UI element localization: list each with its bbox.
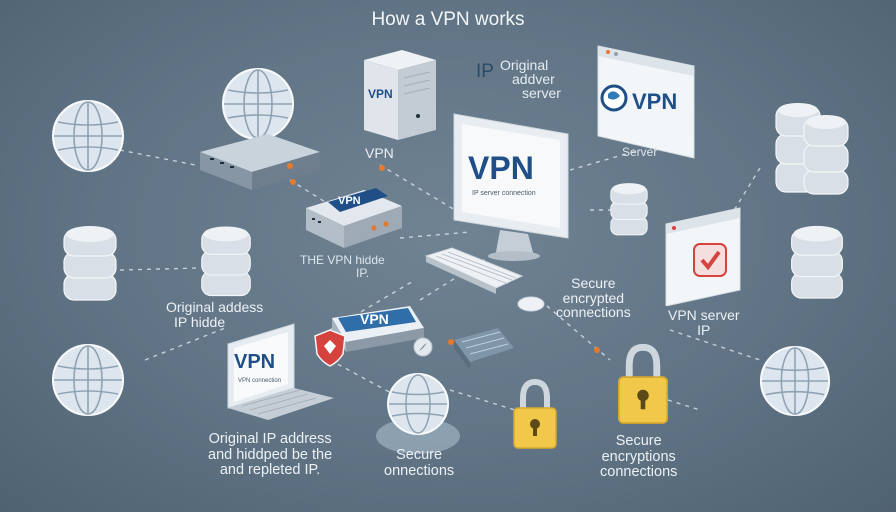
secure-connections-line-1: Secure <box>396 447 443 463</box>
secure-encrypted-line-3: connections <box>556 304 631 321</box>
bottom-original-label: Original IP address and hiddped be the a… <box>208 431 333 479</box>
original-addver-line-3: server <box>522 85 561 101</box>
globe-icon <box>372 366 464 458</box>
secure-encryptions-line-3: connections <box>600 464 678 481</box>
secure-encrypted-line-2: encrypted <box>562 289 625 306</box>
secure-connections-line-2: onnections <box>384 462 455 479</box>
monitor-icon: VPN IP server connection <box>450 112 572 262</box>
original-address-left-line-2: IP hidde <box>174 313 226 330</box>
database-icon <box>608 180 650 238</box>
server-box-text: VPN <box>368 87 393 101</box>
secure-encrypted-line-1: Secure <box>571 275 616 291</box>
database-icon <box>772 98 852 196</box>
padlock-icon <box>612 340 674 428</box>
shield-icon <box>312 328 348 368</box>
monitor-screen-text: VPN <box>468 150 534 186</box>
bottom-original-line-2: and hiddped be the <box>208 446 333 463</box>
vpn-tag-text: VPN <box>360 311 389 327</box>
compass-icon <box>412 336 434 358</box>
network-card-icon <box>452 326 516 378</box>
original-address-left-line-1: Original addess <box>166 299 264 315</box>
browser-badge-text: VPN <box>632 89 678 114</box>
globe-icon <box>50 98 126 174</box>
globe-icon <box>758 344 832 418</box>
original-address-left-label: Original addess IP hidde <box>166 300 263 329</box>
server-note-label: Server <box>622 145 658 159</box>
secure-encryptions-line-1: Secure <box>615 433 662 449</box>
checkmark-icon <box>690 240 730 280</box>
vpn-server-ip-line-1: VPN server <box>668 307 740 323</box>
database-icon <box>786 222 848 302</box>
vpn-server-ip-line-2: IP <box>697 321 711 338</box>
original-addver-line-2: addver <box>512 71 555 87</box>
vpn-router-icon: VPN <box>302 184 406 254</box>
database-icon <box>198 222 254 300</box>
mouse-icon <box>516 294 546 314</box>
monitor-subtext: IP server connection <box>472 190 536 197</box>
diagram-title: How a VPN works <box>371 9 525 30</box>
globe-icon <box>220 66 296 142</box>
hidden-ip-line-2: IP. <box>356 265 370 280</box>
padlock-icon <box>508 376 562 452</box>
globe-icon <box>50 342 126 418</box>
secure-connections-label: Secure onnections <box>384 447 455 479</box>
bottom-original-line-1: Original IP address <box>208 431 332 447</box>
laptop-screen-text: VPN <box>234 351 276 373</box>
browser-window-icon: VPN <box>594 44 698 160</box>
hidden-ip-line-1: THE VPN hidde <box>300 253 385 267</box>
bottom-original-line-3: and repleted IP. <box>219 462 321 479</box>
secure-encryptions-line-2: encryptions <box>601 448 676 465</box>
secure-encryptions-label: Secure encryptions connections <box>600 433 678 481</box>
laptop-icon: VPN VPN connection <box>222 322 338 426</box>
original-addver-line-1: Original <box>500 57 549 73</box>
laptop-subtext: VPN connection <box>238 378 282 384</box>
secure-encrypted-label: Secure encrypted connections <box>556 276 631 320</box>
vpn-server-ip-label: VPN server IP <box>668 308 740 337</box>
database-icon <box>60 222 120 304</box>
top-vpn-label: VPN <box>365 145 394 161</box>
ip-note-label: IP <box>476 61 494 82</box>
hidden-ip-note-label: THE VPN hidde IP. <box>300 254 385 279</box>
server-icon: VPN <box>358 46 440 144</box>
original-addver-label: Original addver server <box>500 58 561 100</box>
keyboard-icon <box>422 246 524 302</box>
router-icon <box>190 128 326 194</box>
router-badge-text: VPN <box>338 195 361 207</box>
